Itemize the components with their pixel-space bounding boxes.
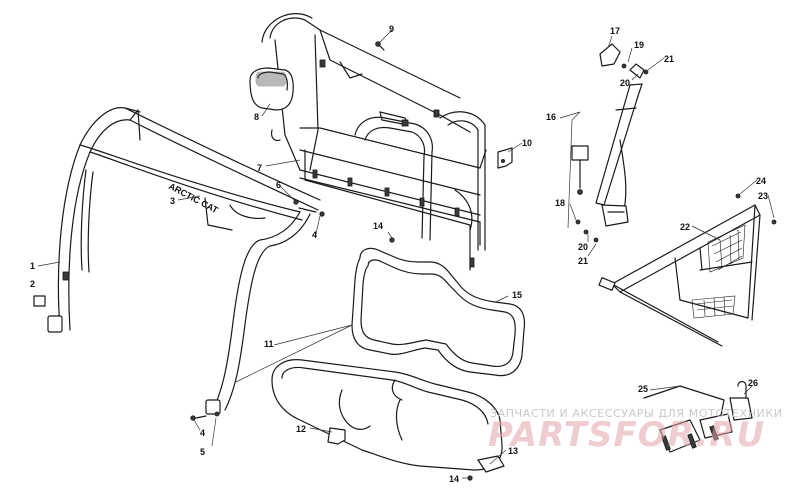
callout-3: 3 [170,196,175,206]
callout-1: 1 [30,261,35,271]
callout-18: 18 [555,198,565,208]
seat-mount-bracket-12 [327,427,346,445]
seat-belt-assembly [571,43,649,243]
frame-mounting-tabs [312,169,475,268]
bolt-9 [375,41,385,51]
callout-2: 2 [30,279,35,289]
callout-5: 5 [200,447,205,457]
seat-back [351,247,526,377]
watermark: ЗАПЧАСТИ И АКСЕССУАРЫ ДЛЯ МОТОТЕХНИКИ PA… [488,407,783,455]
leader-lines [37,29,775,479]
callout-9: 9 [389,24,394,34]
rear-cab-frame [261,13,487,271]
watermark-caption: ЗАПЧАСТИ И АКСЕССУАРЫ ДЛЯ МОТОТЕХНИКИ [490,407,783,420]
callout-4-upper: 4 [312,230,317,240]
callout-13: 13 [508,446,518,456]
callout-21-lower: 21 [578,256,588,266]
callout-20-lower: 20 [578,242,588,252]
callout-16: 16 [546,112,556,122]
callout-14-lower: 14 [449,474,459,484]
callout-20-upper: 20 [620,78,630,88]
callout-4-lower: 4 [200,428,205,438]
callout-17: 17 [610,26,620,36]
callout-21-upper: 21 [664,54,674,64]
callout-10: 10 [522,138,532,148]
hardware-kit [643,380,753,453]
callout-6: 6 [276,180,281,190]
callout-26: 26 [748,378,758,388]
frame-logo-text: ARCTIC CAT [167,181,220,216]
callout-7: 7 [257,163,262,173]
label-sticker [33,295,46,307]
callout-8: 8 [254,112,259,122]
callout-25: 25 [638,384,648,394]
seat-bottom [271,359,503,471]
callout-22: 22 [680,222,690,232]
callout-15: 15 [512,290,522,300]
screen-mesh-upper [707,224,746,273]
callout-labels: 1 2 3 4 4 5 6 7 8 9 10 11 12 13 14 14 15… [30,24,768,484]
seat-mount-bracket-13 [477,455,505,473]
headrest-pad [249,67,294,111]
callout-12: 12 [296,424,306,434]
callout-24: 24 [756,176,766,186]
bolt-hardware-upper [190,199,325,421]
screen-mesh-lower [691,295,736,319]
bracket-10 [497,147,513,169]
watermark-logo: PARTSFOR.RU [488,415,765,455]
rear-screen-net [598,193,777,347]
callout-14-upper: 14 [373,221,383,231]
callout-11: 11 [264,339,274,349]
callout-19: 19 [634,40,644,50]
callout-23: 23 [758,191,768,201]
